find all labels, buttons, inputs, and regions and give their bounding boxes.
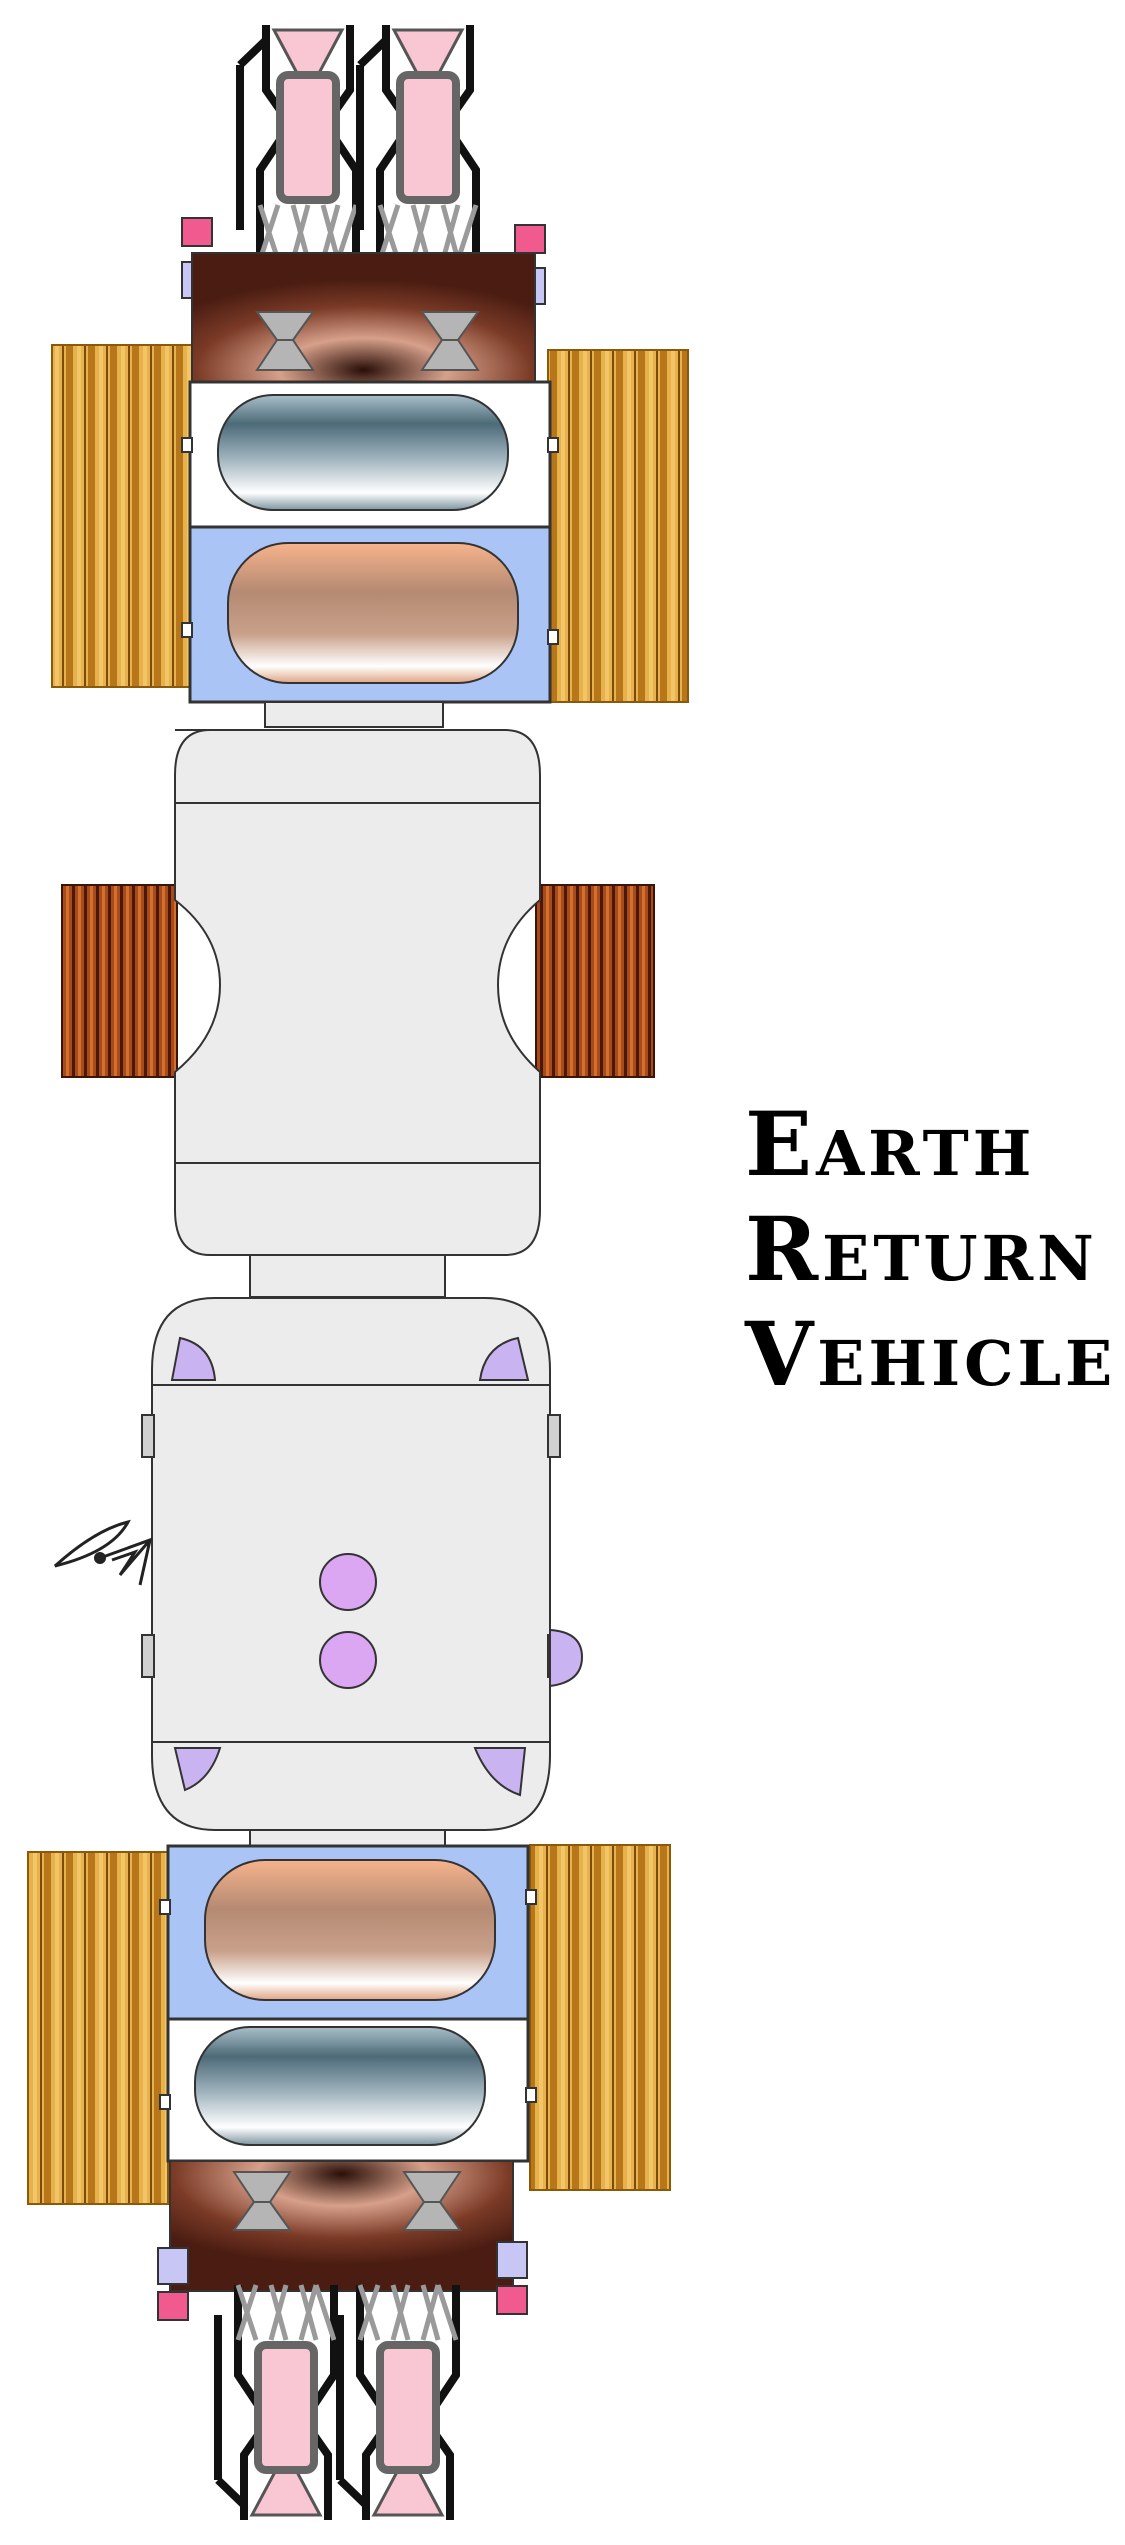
steel-tank: [194, 2026, 486, 2146]
title-line-1: Earth: [745, 1092, 1036, 1196]
indicator-light: [157, 2291, 189, 2321]
habitat-module: [61, 729, 655, 1256]
radiator-right: [535, 884, 655, 1078]
solar-panel-top-left: [51, 344, 193, 688]
copper-tank: [204, 1859, 496, 2001]
docking-port: [478, 1336, 530, 1381]
indicator-light: [496, 2241, 528, 2279]
porthole: [319, 1553, 377, 1611]
indicator-light: [157, 2247, 189, 2285]
indicator-light: [181, 217, 213, 247]
indicator-light: [514, 224, 546, 254]
radiator-left: [61, 884, 178, 1078]
docking-port: [170, 1336, 217, 1381]
rocket-engine-icon: [340, 2285, 456, 2520]
solar-panel-bottom-right: [529, 1844, 671, 2191]
porthole: [319, 1631, 377, 1689]
solar-panel-bottom-left: [27, 1851, 169, 2205]
indicator-light: [496, 2285, 528, 2315]
docking-adapter: [249, 1254, 446, 1298]
steel-tank: [217, 394, 509, 511]
docking-adapter: [264, 701, 444, 728]
satellite-dish-icon: [53, 1519, 153, 1586]
crew-capsule: [53, 1297, 584, 1831]
docking-port: [173, 1747, 222, 1792]
docking-port: [473, 1747, 527, 1797]
rocket-engine-icon: [240, 25, 356, 260]
solar-panel-top-right: [547, 349, 689, 703]
rocket-engine-icon: [360, 25, 476, 260]
rocket-engine-icon: [218, 2285, 334, 2520]
docking-adapter: [249, 1829, 446, 1847]
thrust-block: [191, 252, 536, 384]
copper-tank: [227, 542, 519, 684]
title-line-3: Vehicle: [745, 1302, 1117, 1406]
bottom-propulsion-stage: [27, 1844, 671, 2520]
thrust-block: [169, 2160, 514, 2292]
top-propulsion-stage: [51, 25, 689, 704]
title-line-2: Return: [745, 1197, 1098, 1301]
